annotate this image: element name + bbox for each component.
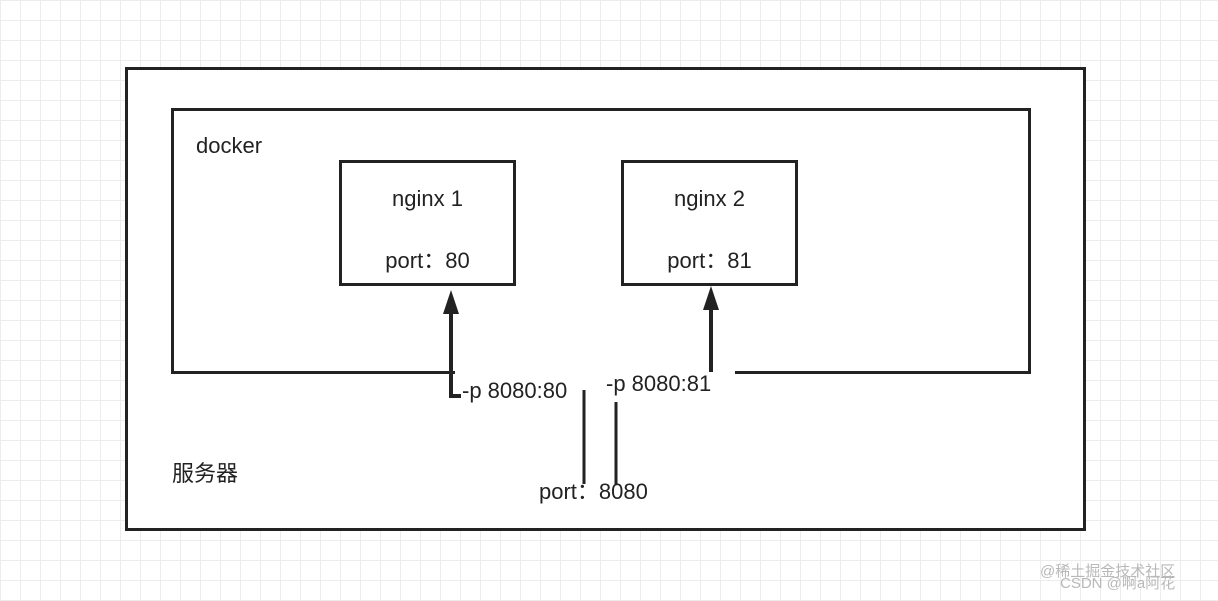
server-label: 服务器 <box>172 461 239 486</box>
watermark-csdn: CSDN @啊a阿花 <box>1060 575 1176 592</box>
watermark-juejin: @稀土掘金技术社区 <box>1040 563 1176 580</box>
arrow-to-nginx1 <box>449 312 461 398</box>
docker-box <box>171 108 1031 374</box>
server-port-label: port：8080 <box>539 479 648 504</box>
arrow-head-nginx2 <box>703 286 719 310</box>
docker-label: docker <box>196 133 263 158</box>
docker-border-gap-2 <box>605 368 735 378</box>
nginx1-port: port：80 <box>385 248 470 273</box>
nginx2-name: nginx 2 <box>674 186 745 211</box>
nginx1-name: nginx 1 <box>392 186 463 211</box>
docker-border-gap-1 <box>455 368 605 378</box>
mapping-label-1: -p 8080:80 <box>462 378 568 403</box>
mapping-label-2: -p 8080:81 <box>606 371 712 396</box>
nginx2-box: nginx 2 port：81 <box>621 160 798 286</box>
nginx2-port: port：81 <box>667 248 752 273</box>
nginx1-box: nginx 1 port：80 <box>339 160 516 286</box>
arrow-head-nginx1 <box>443 290 459 314</box>
